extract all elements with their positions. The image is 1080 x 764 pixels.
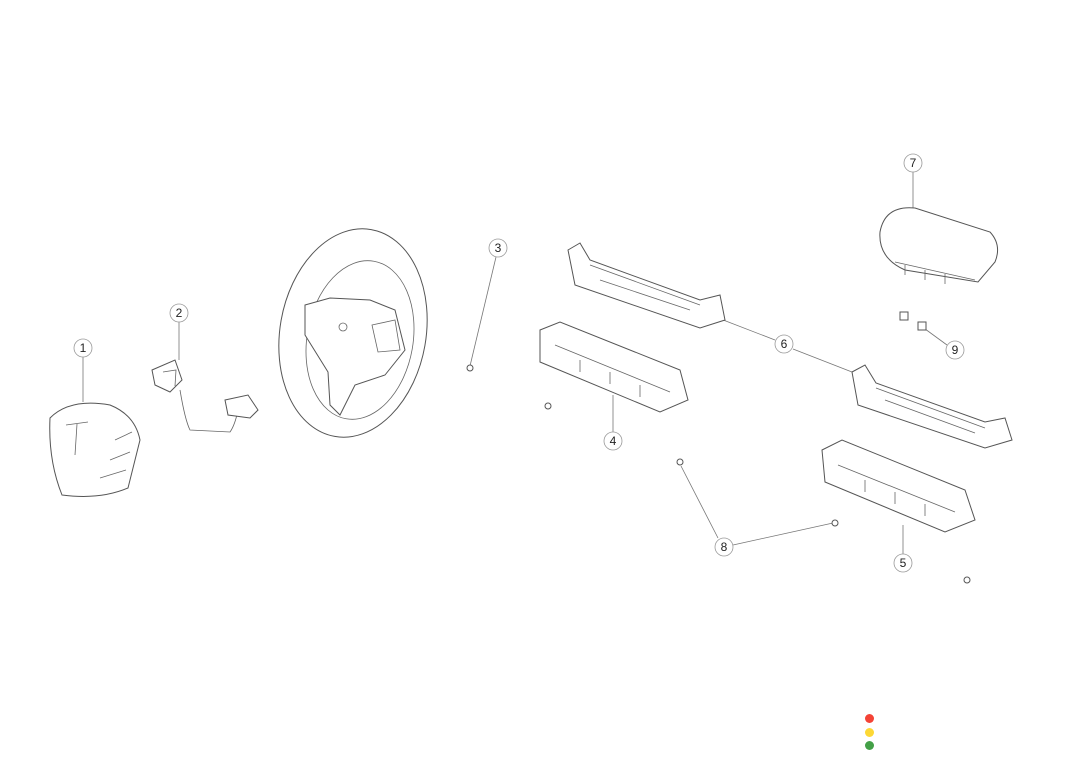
- callout-9: 9: [945, 340, 965, 360]
- svg-text:6: 6: [781, 337, 788, 351]
- knee-airbag-part-left: [539, 321, 689, 413]
- screw-parts: [899, 311, 927, 331]
- svg-text:9: 9: [952, 343, 959, 357]
- callout-3: 3: [488, 238, 508, 258]
- callout-2: 2: [169, 303, 189, 323]
- svg-text:2: 2: [176, 306, 183, 320]
- passenger-airbag-part: [879, 207, 999, 284]
- steering-switches-part: [151, 359, 259, 433]
- callout-1: 1: [73, 338, 93, 358]
- steering-wheel-part: [278, 228, 428, 438]
- svg-text:7: 7: [910, 156, 917, 170]
- svg-text:3: 3: [495, 241, 502, 255]
- leader-lines: [82, 172, 948, 554]
- green-status-dot: [865, 741, 874, 750]
- bracket-part-lower: [851, 364, 1013, 449]
- callout-6: 6: [774, 334, 794, 354]
- svg-text:4: 4: [610, 434, 617, 448]
- callout-4: 4: [603, 431, 623, 451]
- svg-text:8: 8: [721, 540, 728, 554]
- knee-airbag-part-right: [821, 439, 976, 533]
- red-status-dot: [865, 714, 874, 723]
- callout-8: 8: [714, 537, 734, 557]
- airbag-module-part: [49, 402, 141, 497]
- yellow-status-dot: [865, 728, 874, 737]
- callout-5: 5: [893, 553, 913, 573]
- svg-text:5: 5: [900, 556, 907, 570]
- callout-7: 7: [903, 153, 923, 173]
- bracket-part-upper: [567, 242, 726, 329]
- nut-parts: [466, 364, 971, 584]
- svg-text:1: 1: [80, 341, 87, 355]
